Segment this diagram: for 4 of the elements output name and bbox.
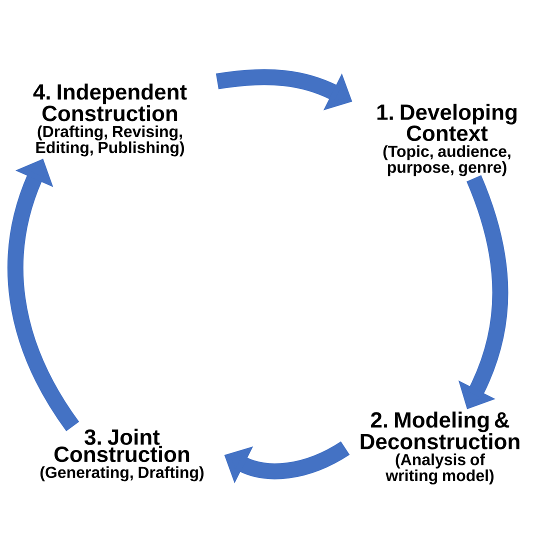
stage-text: 2. Modeling & Deconstruction (Analysis of writing model) [360,412,520,484]
stage-text: 3. Joint Construction (Generating, Drafting) [40,428,204,482]
stage-text: 4. Independent Construction (Drafting, Revising, Editing, Publishing) [33,84,187,156]
stage-text: 1. Developing Context (Topic, audience, purpose, genre) [377,104,516,176]
